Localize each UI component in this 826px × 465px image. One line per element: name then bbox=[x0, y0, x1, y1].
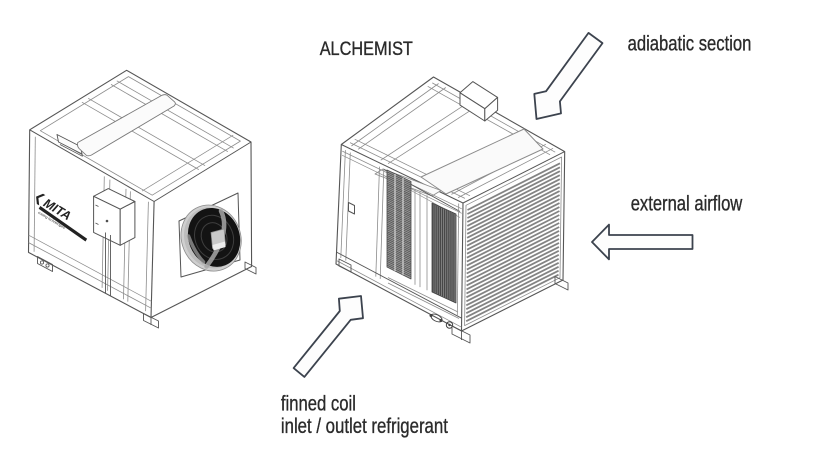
svg-text:ALCHEMIST: ALCHEMIST bbox=[320, 38, 413, 60]
svg-text:adiabatic section: adiabatic section bbox=[628, 33, 752, 56]
svg-text:external airflow: external airflow bbox=[631, 193, 743, 216]
svg-text:finned coil: finned coil bbox=[281, 393, 356, 416]
svg-text:inlet / outlet refrigerant: inlet / outlet refrigerant bbox=[281, 415, 448, 438]
